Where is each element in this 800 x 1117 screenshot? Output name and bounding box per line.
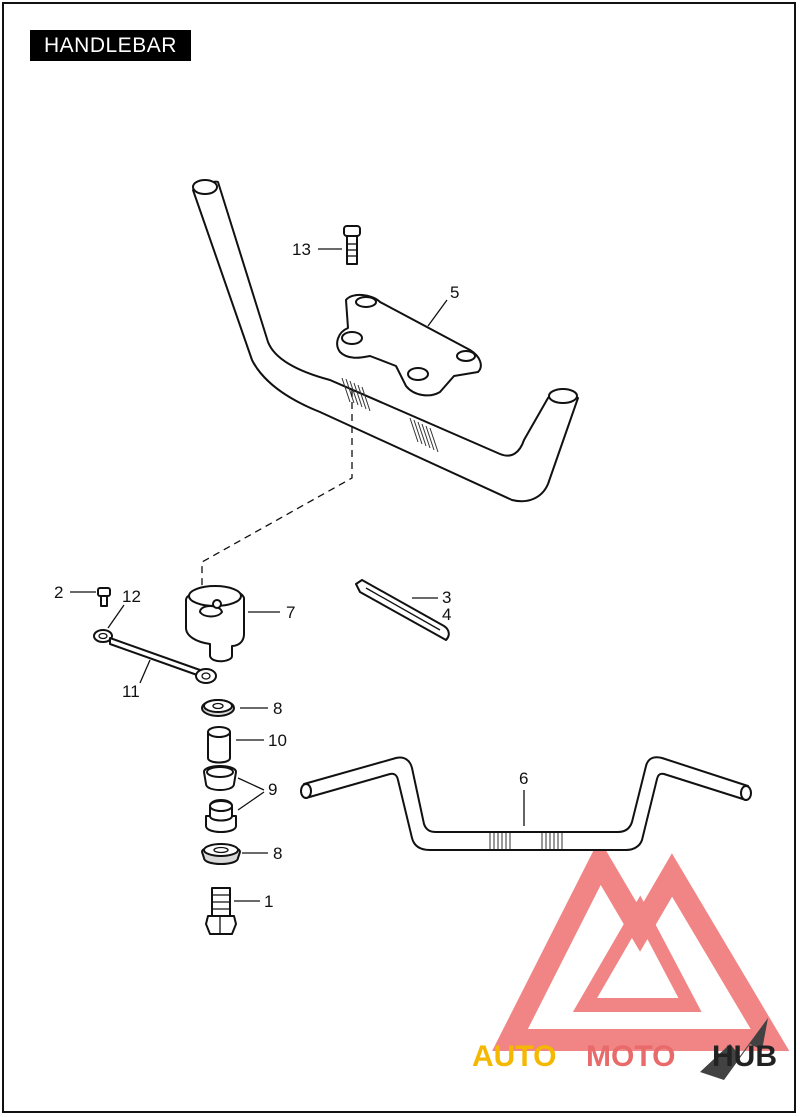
cable-strap (355, 579, 450, 641)
callout-5: 5 (450, 283, 459, 302)
knurl-lower-left (489, 833, 511, 849)
assembly-line (201, 390, 353, 592)
bushing-upper-9 (203, 765, 237, 791)
callout-12: 12 (122, 587, 141, 606)
callout-7: 7 (286, 603, 295, 622)
handlebar-clamp (336, 294, 482, 397)
callout-8-upper: 8 (273, 699, 282, 718)
knurl-right (409, 417, 439, 453)
callout-13: 13 (292, 240, 311, 259)
bolt-13 (343, 225, 361, 265)
sleeve-10 (207, 726, 231, 764)
knurl-lower-right (541, 833, 563, 849)
bolt-1 (205, 887, 237, 935)
callout-10: 10 (268, 731, 287, 750)
watermark-auto: AUTO (472, 1040, 556, 1073)
page-title: HANDLEBAR (30, 30, 191, 61)
washer-upper-8 (201, 699, 235, 717)
callout-2: 2 (54, 583, 63, 602)
leader-lines (70, 248, 525, 902)
callout-3: 3 (442, 588, 451, 607)
callout-9: 9 (268, 780, 277, 799)
lower-handlebar (300, 756, 752, 851)
callout-11: 11 (122, 682, 140, 701)
screw-2 (97, 587, 111, 607)
upper-handlebar (192, 179, 579, 503)
washer-lower-8 (200, 843, 242, 865)
callout-6: 6 (519, 769, 528, 788)
riser (185, 585, 245, 663)
knurl-left (341, 377, 371, 412)
ground-strap (93, 629, 217, 684)
watermark-moto: MOTO (586, 1040, 675, 1073)
watermark-hub: HUB (712, 1040, 777, 1073)
bushing-lower-9 (205, 799, 237, 833)
callout-4: 4 (442, 605, 451, 624)
watermark-logo (492, 839, 790, 1080)
callout-1: 1 (264, 892, 273, 911)
callout-8-lower: 8 (273, 844, 282, 863)
